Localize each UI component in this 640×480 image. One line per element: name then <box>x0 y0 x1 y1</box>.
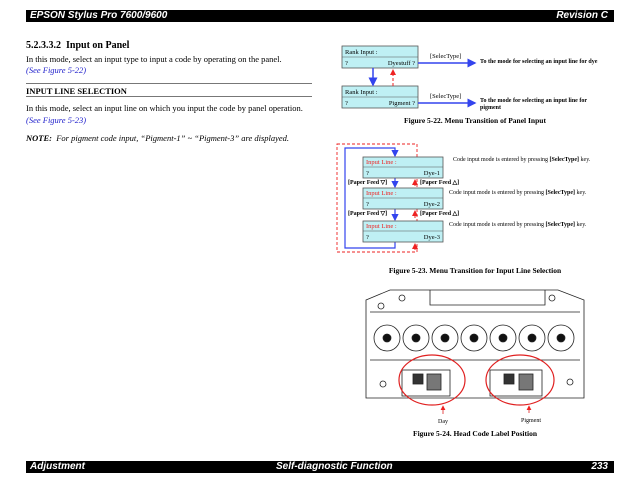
figure-5-24-caption: Figure 5-24. Head Code Label Position <box>413 429 538 438</box>
page-header: EPSON Stylus Pro 7600/9600 Revision C <box>26 10 614 22</box>
input-line-dye-2-box: Input Line : ? Dye-2 <box>362 187 444 210</box>
selectype-label: [SelecType] <box>430 53 461 60</box>
nozzle-circle <box>460 324 488 352</box>
nozzle-circle <box>527 333 537 343</box>
pigment-label: Pigment <box>521 418 541 424</box>
down-loop <box>344 147 399 249</box>
paper-feed-up-label: [Paper Feed △] <box>420 179 459 186</box>
nozzle-circle <box>440 333 450 343</box>
figure-5-23: Input Line : ? Dye-1 Input Line : ? Dye-… <box>336 143 591 275</box>
box-left: ? <box>345 60 348 67</box>
subsection-title: INPUT LINE SELECTION <box>26 86 127 96</box>
paper-feed-down-label: [Paper Feed ▽] <box>348 180 387 186</box>
note: NOTE: For pigment code input, “Pigment-1… <box>26 133 289 143</box>
figure-5-23-caption: Figure 5-23. Menu Transition for Input L… <box>389 266 562 275</box>
selectype-label: [SelecType] <box>430 93 461 100</box>
figure-5-22: Rank Input : ? Dyestuff ? Rank Input : ?… <box>341 45 598 125</box>
footer-chapter: Adjustment <box>30 461 85 472</box>
nozzle-circle <box>431 324 459 352</box>
divider <box>26 96 312 97</box>
nozzle-circle <box>382 333 392 343</box>
rank-input-pigment-box: Rank Input : ? Pigment ? <box>341 85 419 109</box>
box-top: Rank Input : <box>345 89 378 96</box>
code-input-note: Code input mode is entered by pressing [… <box>453 157 591 163</box>
up-loop <box>336 143 418 253</box>
dye-label: Day <box>438 419 448 425</box>
box-left: ? <box>345 100 348 107</box>
page-number: 233 <box>591 461 608 472</box>
nozzle-circle <box>547 324 575 352</box>
see-figure-5-23-link[interactable]: (See Figure 5-23) <box>26 115 87 125</box>
footer-section: Self-diagnostic Function <box>276 461 393 472</box>
code-input-note: Code input mode is entered by pressing [… <box>449 222 587 228</box>
figure-5-24: Day Pigment Figure 5-24. Head Code Label… <box>365 289 585 438</box>
pigment-destination: To the mode for selecting an input line … <box>480 98 587 104</box>
note-label: NOTE: <box>26 133 52 143</box>
see-figure-5-22-link[interactable]: (See Figure 5-22) <box>26 65 87 75</box>
box-right: Dye-2 <box>424 201 440 208</box>
box-right: Dyestuff ? <box>388 60 415 67</box>
page-footer: Adjustment Self-diagnostic Function 233 <box>26 461 614 473</box>
nozzle-circle <box>489 324 517 352</box>
header-revision: Revision C <box>556 10 608 21</box>
paper-feed-down-label: [Paper Feed ▽] <box>348 211 387 217</box>
note-text: For pigment code input, “Pigment-1” ~ “P… <box>56 133 290 143</box>
box-left: ? <box>366 201 369 208</box>
box-top: Input Line : <box>366 159 397 166</box>
box-right: Dye-1 <box>424 170 440 177</box>
subsection-text: In this mode, select an input line on wh… <box>26 103 303 113</box>
rank-input-dyestuff-box: Rank Input : ? Dyestuff ? <box>341 45 419 69</box>
section-text: In this mode, select an input type to in… <box>26 54 282 64</box>
nozzle-circle <box>373 324 401 352</box>
figure-5-22-caption: Figure 5-22. Menu Transition of Panel In… <box>404 116 546 125</box>
pigment-label-circle <box>485 354 555 406</box>
nozzle-circle <box>402 324 430 352</box>
box-top: Input Line : <box>366 190 397 197</box>
box-left: ? <box>366 170 369 177</box>
nozzle-circle <box>498 333 508 343</box>
nozzle-circle <box>469 333 479 343</box>
input-line-dye-3-box: Input Line : ? Dye-3 <box>362 220 444 243</box>
dye-label-circle <box>398 354 466 406</box>
nozzle-circle <box>556 333 566 343</box>
box-right: Pigment ? <box>389 100 415 107</box>
divider <box>26 83 312 84</box>
section-title: Input on Panel <box>66 40 130 51</box>
input-line-dye-1-box: Input Line : ? Dye-1 <box>362 156 444 179</box>
box-left: ? <box>366 234 369 241</box>
nozzle-circle <box>518 324 546 352</box>
box-top: Rank Input : <box>345 49 378 56</box>
paper-feed-up-label: [Paper Feed △] <box>420 210 459 217</box>
pigment-destination-cont: pigment <box>480 105 501 111</box>
dye-destination: To the mode for selecting an input line … <box>480 59 598 65</box>
code-input-note: Code input mode is entered by pressing [… <box>449 190 587 196</box>
section-number: 5.2.3.3.2 <box>26 40 61 51</box>
header-title: EPSON Stylus Pro 7600/9600 <box>30 10 168 21</box>
nozzle-circle <box>411 333 421 343</box>
box-top: Input Line : <box>366 223 397 230</box>
section-heading: 5.2.3.3.2 Input on Panel <box>26 40 129 51</box>
print-head-drawing <box>365 289 585 399</box>
box-right: Dye-3 <box>424 234 440 241</box>
